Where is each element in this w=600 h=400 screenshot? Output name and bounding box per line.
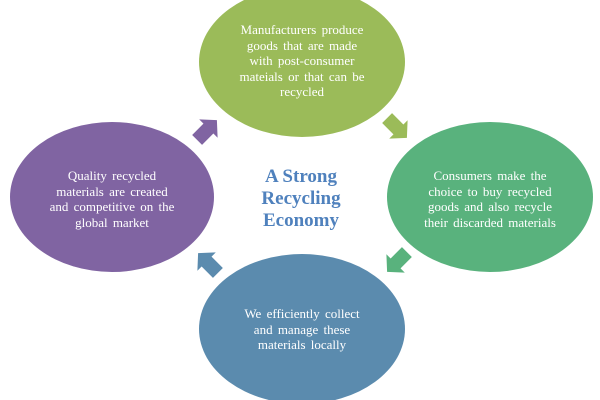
node-consumers-shape — [387, 122, 593, 272]
node-collection-text: We efficiently collect and manage these … — [244, 306, 360, 352]
node-collection-shape — [199, 254, 405, 400]
arrow-up-left-icon — [197, 252, 223, 278]
node-quality-shape — [10, 122, 214, 272]
node-quality-text: Quality recycled materials are created a… — [49, 168, 175, 230]
node-manufacturers-text: Manufacturers produce goods that are mad… — [239, 22, 365, 99]
arrow-down-right-icon — [382, 113, 408, 139]
arrow-down-left-icon — [386, 247, 412, 273]
node-manufacturers-shape — [199, 0, 405, 137]
diagram-title: A Strong Recycling Economy — [261, 166, 341, 231]
node-consumers-text: Consumers make the choice to buy recycle… — [424, 168, 556, 230]
arrow-up-right-icon — [192, 119, 218, 145]
